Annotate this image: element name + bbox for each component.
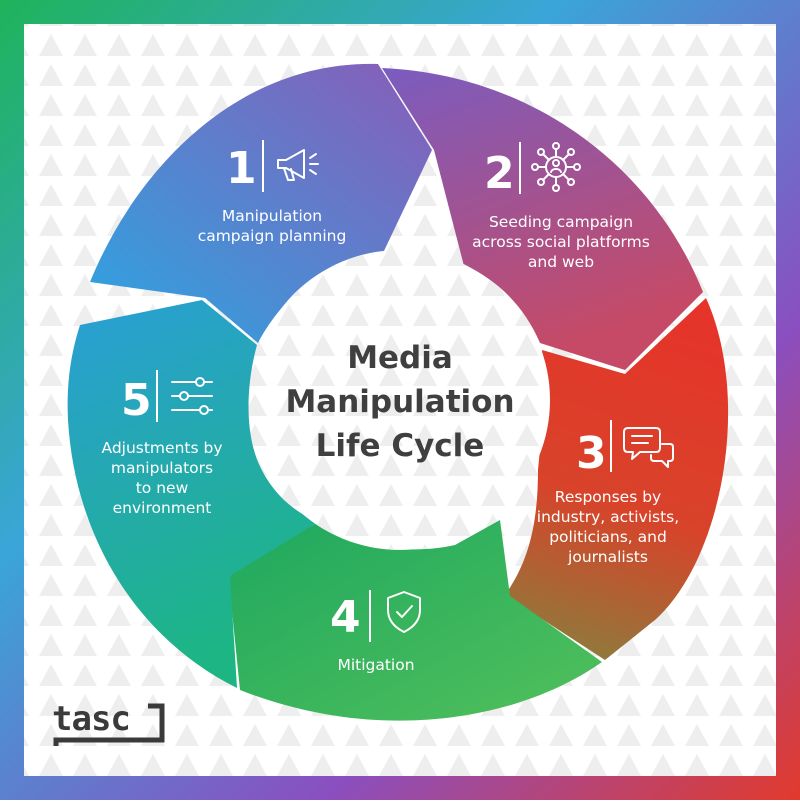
- segment-2: [382, 68, 703, 370]
- logo-text: tasc: [52, 699, 130, 739]
- sliders-icon: [171, 377, 213, 415]
- step-3: 3 Responses by industry, activists, poli…: [537, 420, 679, 566]
- step-4-label-line-1: Mitigation: [337, 656, 414, 674]
- center-pattern: [250, 250, 550, 550]
- step-5-label-line-4: environment: [113, 499, 212, 517]
- megaphone-icon: [277, 149, 319, 181]
- step-2: 2 Seeding campaign across social platfor…: [472, 142, 650, 271]
- step-4: 4 Mitigation: [330, 590, 421, 674]
- title-line-1: Media: [347, 340, 453, 376]
- step-3-label-line-2: industry, activists,: [537, 508, 679, 526]
- step-3-number: 3: [576, 428, 607, 479]
- title-line-3: Life Cycle: [316, 428, 485, 464]
- segment-5: [67, 300, 319, 688]
- step-3-label-line-1: Responses by: [555, 488, 661, 506]
- network-icon: [531, 142, 581, 192]
- step-5-label-line-3: to new: [136, 479, 189, 497]
- step-2-label-line-3: and web: [528, 253, 594, 271]
- segment-4: [228, 520, 602, 721]
- step-2-label-line-1: Seeding campaign: [489, 213, 633, 231]
- step-5-number: 5: [121, 375, 152, 426]
- step-1-label-line-2: campaign planning: [198, 227, 347, 245]
- title-line-2: Manipulation: [285, 384, 514, 420]
- tasc-logo: tasc: [52, 699, 165, 746]
- step-1: 1 Manipulation campaign planning: [198, 140, 347, 245]
- step-5: 5 Adjustments by manipulators to new env…: [101, 370, 223, 517]
- step-1-number: 1: [226, 143, 257, 194]
- step-5-label-line-2: manipulators: [111, 459, 213, 477]
- logo-bracket: [53, 703, 165, 746]
- chat-bubbles-icon: [623, 427, 674, 468]
- shield-check-icon: [387, 591, 421, 633]
- step-2-label-line-2: across social platforms: [472, 233, 650, 251]
- step-3-label-line-3: politicians, and: [549, 528, 667, 546]
- step-2-number: 2: [484, 148, 515, 199]
- segment-3: [505, 298, 729, 660]
- segment-1: [90, 63, 432, 343]
- step-4-number: 4: [330, 592, 361, 643]
- step-1-label-line-1: Manipulation: [222, 207, 322, 225]
- step-3-label-line-4: journalists: [567, 548, 648, 566]
- step-5-label-line-1: Adjustments by: [101, 439, 222, 457]
